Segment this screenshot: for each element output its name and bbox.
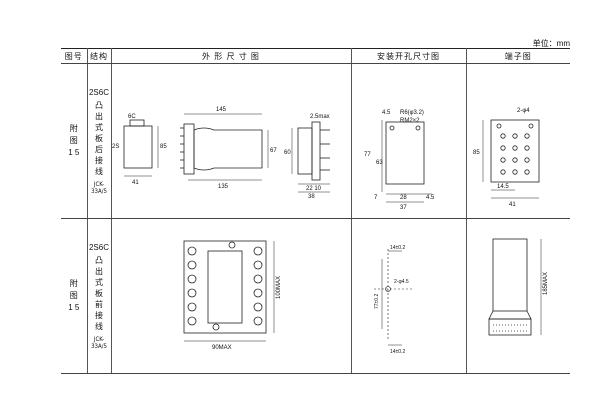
fig-char: 1 5	[68, 148, 80, 157]
fig-char: 1 5	[68, 303, 80, 312]
terminal-drawing-cell: 185MAX	[466, 218, 570, 374]
header-mounting: 安装开孔尺寸图	[351, 48, 467, 64]
dim-label: 38	[308, 194, 315, 200]
structure-char: 板	[95, 288, 103, 298]
terminal-drawing-front: 185MAX	[487, 238, 549, 336]
dim-label: 41	[132, 180, 139, 186]
dimension-spec-table: 图号 结构 外 形 尺 寸 图 安装开孔尺寸图 端子图 附 图 1 5 2S6C…	[61, 48, 570, 374]
dim-label: 6C	[128, 114, 136, 120]
terminal-drawing-cell: 2-φ4 85 14.5 41	[466, 63, 570, 219]
structure-code: 2S6C	[88, 87, 109, 97]
header-fig-no: 图号	[61, 48, 88, 64]
dim-label: 100MAX	[276, 276, 282, 299]
term-label: 85	[473, 150, 480, 156]
structure-name: 凸 出 式 板 后 接 线	[95, 100, 103, 177]
mount-label: 77±0.2	[374, 294, 380, 309]
dim-label: 60	[284, 150, 291, 156]
dimension-drawing-rear: 6C 2S 85 41 145 67 135	[112, 107, 330, 200]
model-number: JCK-33A/5	[91, 335, 107, 350]
model-number: JCK-33A/5	[91, 180, 107, 195]
dimension-drawing-cell: 6C 2S 85 41 145 67 135	[111, 63, 352, 219]
structure-cell: 2S6C 凸 出 式 板 前 接 线 JCK-33A/5	[87, 218, 112, 374]
dim-label: 135	[218, 184, 229, 190]
fig-cell: 附 图 1 5	[61, 63, 88, 219]
structure-char: 接	[95, 310, 103, 320]
mount-label: 14±0.2	[390, 245, 405, 251]
mount-label: RM2×2	[400, 118, 420, 124]
dim-label: 67	[270, 148, 277, 154]
unit-label: 单位：mm	[532, 39, 570, 48]
dim-label: 85	[160, 144, 167, 150]
header-dimensions: 外 形 尺 寸 图	[111, 48, 352, 64]
mounting-hole-drawing-front: 14±0.2 2-φ4.5 77±0.2 14±0.2	[373, 245, 412, 355]
dimension-drawing-cell: 100MAX 90MAX	[111, 218, 352, 374]
mount-label: 28	[400, 195, 407, 201]
structure-char: 凸	[95, 255, 103, 265]
mount-label: 4.5	[382, 110, 391, 116]
mount-label: 77	[364, 152, 371, 158]
structure-name: 凸 出 式 板 前 接 线	[95, 255, 103, 332]
dimension-drawing-front: 100MAX 90MAX	[183, 240, 282, 351]
structure-char: 凸	[95, 100, 103, 110]
structure-char: 出	[95, 111, 103, 121]
dim-label: 2.5max	[310, 114, 330, 120]
table-row: 附 图 1 5 2S6C 凸 出 式 板 前 接 线	[61, 218, 570, 374]
structure-char: 接	[95, 155, 103, 165]
structure-char: 出	[95, 266, 103, 276]
mount-label: 63	[376, 160, 383, 166]
structure-char: 式	[95, 122, 103, 132]
structure-char: 线	[95, 166, 103, 176]
structure-char: 式	[95, 277, 103, 287]
term-label: 2-φ4	[517, 108, 530, 114]
mounting-drawing-cell: 4.5 R6(φ3.2) RM2×2 77 63 28 4.5 7 37	[351, 63, 467, 219]
fig-char: 附	[69, 124, 78, 133]
structure-char: 板	[95, 133, 103, 143]
dim-label: 90MAX	[212, 345, 232, 351]
table-row: 附 图 1 5 2S6C 凸 出 式 板 后 接 线	[61, 63, 570, 219]
mounting-hole-drawing-rear: 4.5 R6(φ3.2) RM2×2 77 63 28 4.5 7 37	[364, 110, 435, 211]
dim-label: 145	[216, 107, 227, 113]
structure-char: 线	[95, 321, 103, 331]
dim-label: 2S	[112, 144, 119, 150]
mount-label: 37	[400, 205, 407, 211]
fig-cell: 附 图 1 5	[61, 218, 88, 374]
structure-char: 后	[95, 144, 103, 154]
term-label: 185MAX	[543, 272, 549, 295]
fig-char: 图	[69, 136, 78, 145]
term-label: 14.5	[497, 184, 509, 190]
fig-char: 图	[69, 291, 78, 300]
terminal-drawing-rear: 2-φ4 85 14.5 41	[473, 108, 539, 208]
header-structure: 结构	[87, 48, 112, 64]
term-label: 41	[509, 202, 516, 208]
structure-char: 前	[95, 299, 103, 309]
mount-label: 7	[374, 195, 378, 201]
dim-label: 22 10	[306, 186, 322, 192]
mount-label: R6(φ3.2)	[400, 110, 424, 116]
mount-label: 4.5	[426, 195, 435, 201]
mount-label: 14±0.2	[390, 349, 405, 355]
header-terminal: 端子图	[466, 48, 570, 64]
mount-label: 2-φ4.5	[394, 279, 409, 285]
structure-code: 2S6C	[88, 242, 109, 252]
structure-cell: 2S6C 凸 出 式 板 后 接 线 JCK-33A/5	[87, 63, 112, 219]
fig-char: 附	[69, 279, 78, 288]
table-header-row: 图号 结构 外 形 尺 寸 图 安装开孔尺寸图 端子图	[61, 48, 570, 64]
mounting-drawing-cell: 14±0.2 2-φ4.5 77±0.2 14±0.2	[351, 218, 467, 374]
